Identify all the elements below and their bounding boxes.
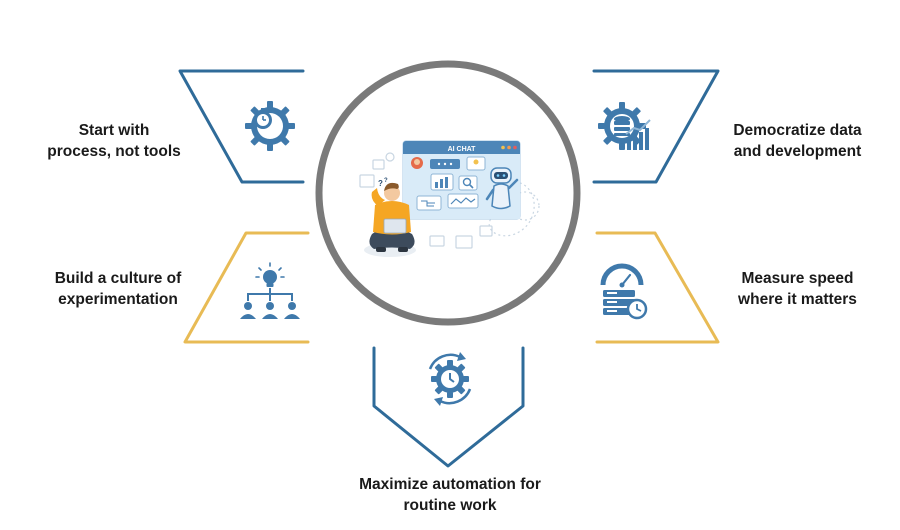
frame-culture xyxy=(183,231,310,344)
label-democratize: Democratize data and development xyxy=(700,120,895,162)
speed-server-clock-icon xyxy=(600,263,648,320)
ai-chat-title: AI CHAT xyxy=(448,146,477,153)
label-automation-line2: routine work xyxy=(403,497,497,514)
label-measure-line1: Measure speed xyxy=(741,270,854,287)
idea-team-hierarchy-icon xyxy=(240,262,300,319)
svg-text:?: ? xyxy=(384,178,388,184)
label-automation: Maximize automation for routine work xyxy=(310,474,590,516)
frame-start xyxy=(178,69,305,184)
frame-democratize xyxy=(592,69,720,184)
svg-text:?: ? xyxy=(378,179,383,188)
person-figure: ? ? xyxy=(364,178,416,257)
label-democratize-line2: and development xyxy=(733,143,862,160)
label-culture: Build a culture of experimentation xyxy=(28,268,208,310)
label-measure: Measure speed where it matters xyxy=(705,268,890,310)
database-gear-chart-icon xyxy=(598,102,651,150)
robot-figure xyxy=(485,167,519,210)
label-automation-line1: Maximize automation for xyxy=(359,476,541,493)
gear-clock-cycle-icon xyxy=(428,352,472,406)
label-start: Start with process, not tools xyxy=(24,120,204,162)
label-start-line2: process, not tools xyxy=(47,143,181,160)
frame-automation xyxy=(372,346,525,468)
label-democratize-line1: Democratize data xyxy=(733,122,862,139)
label-culture-line1: Build a culture of xyxy=(54,270,182,287)
center-illustration: AI CHAT xyxy=(359,140,540,257)
frame-measure xyxy=(595,231,720,344)
gear-stopwatch-icon xyxy=(245,101,295,151)
label-measure-line2: where it matters xyxy=(738,291,857,308)
label-start-line1: Start with xyxy=(78,122,150,139)
label-culture-line2: experimentation xyxy=(58,291,178,308)
